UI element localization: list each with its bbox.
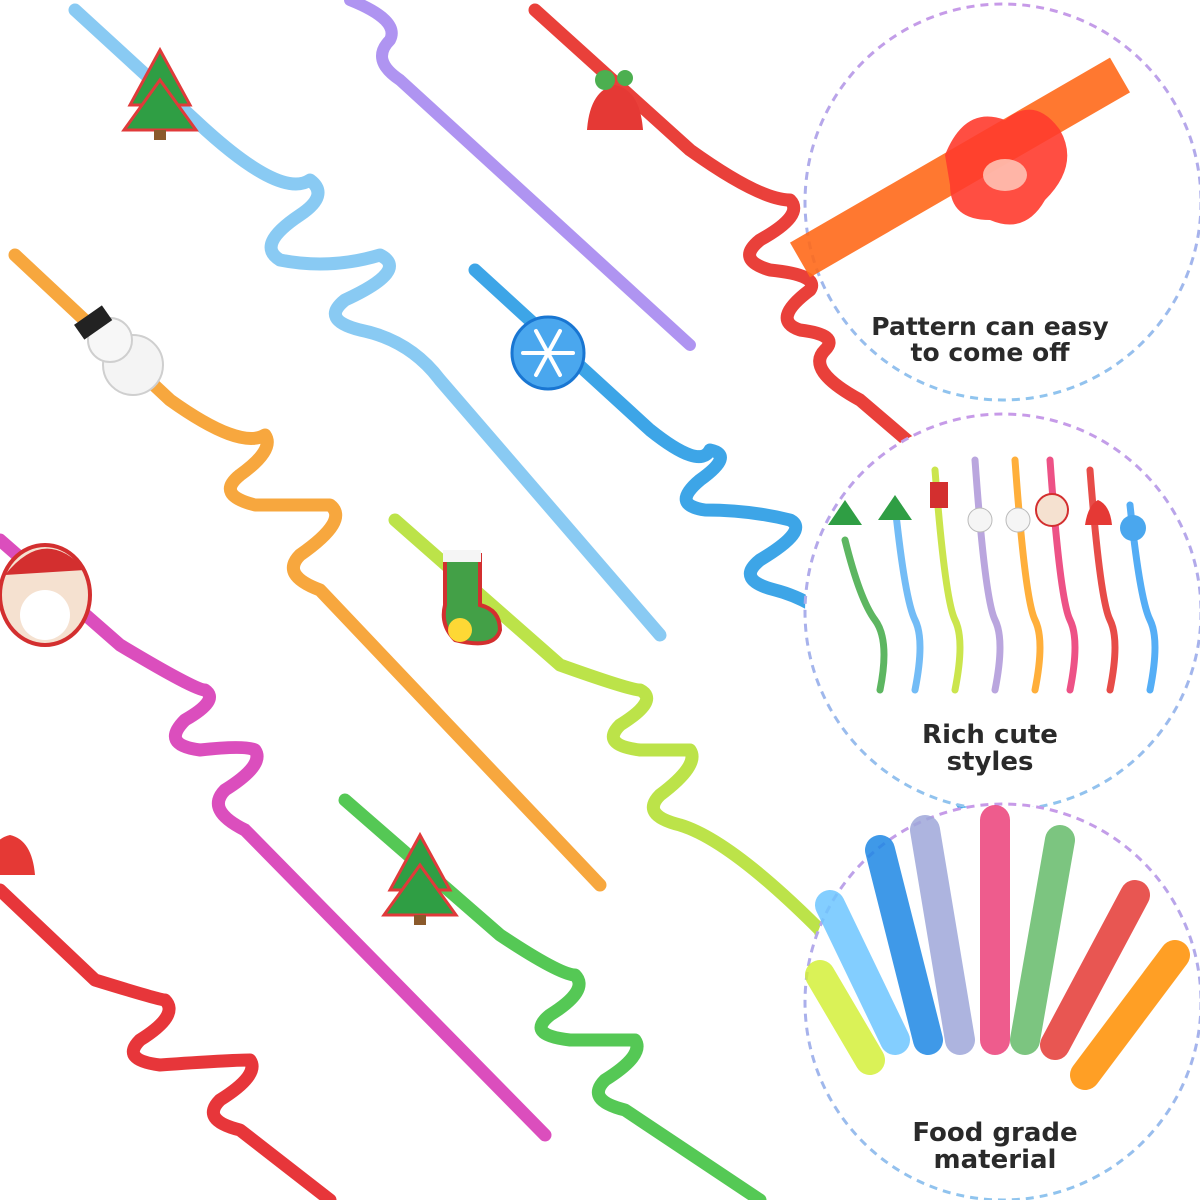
callout-label-styles: Rich cute styles: [905, 720, 1075, 778]
callout-circle-material: [803, 802, 1200, 1200]
straw-lime: [388, 513, 867, 1067]
straw-red-top: [528, 3, 1007, 527]
straw-blue: [468, 263, 977, 822]
santa-icon: [0, 543, 92, 647]
christmas-tree-icon: [121, 46, 199, 140]
stocking-icon: [441, 550, 503, 646]
callout-circle-detachable: [789, 2, 1200, 402]
christmas-tree-icon: [381, 831, 459, 925]
callout-label-line: to come off: [910, 338, 1070, 368]
callout-label-material: Food grade material: [895, 1118, 1095, 1176]
straw-purple: [344, 0, 696, 351]
callout-circle-styles: [803, 412, 1200, 812]
callout-label-line: styles: [946, 747, 1034, 778]
snowflake-icon: [510, 315, 586, 391]
straw-light-blue: [68, 3, 667, 642]
callout-label-line: material: [933, 1145, 1057, 1176]
straw-magenta: [0, 533, 552, 1142]
callout-label-line: Pattern can easy: [871, 312, 1109, 341]
bell-icon: [587, 70, 643, 130]
snowman-icon: [74, 305, 164, 396]
straw-red-bottom: [0, 883, 337, 1200]
straw-orange: [8, 248, 607, 892]
callout-label-detachable: Pattern can easy to come off: [865, 312, 1115, 368]
callout-label-line: Food grade: [912, 1118, 1078, 1148]
straw-green: [338, 793, 767, 1200]
bell-icon: [0, 835, 35, 875]
callout-label-line: Rich cute: [922, 720, 1058, 750]
